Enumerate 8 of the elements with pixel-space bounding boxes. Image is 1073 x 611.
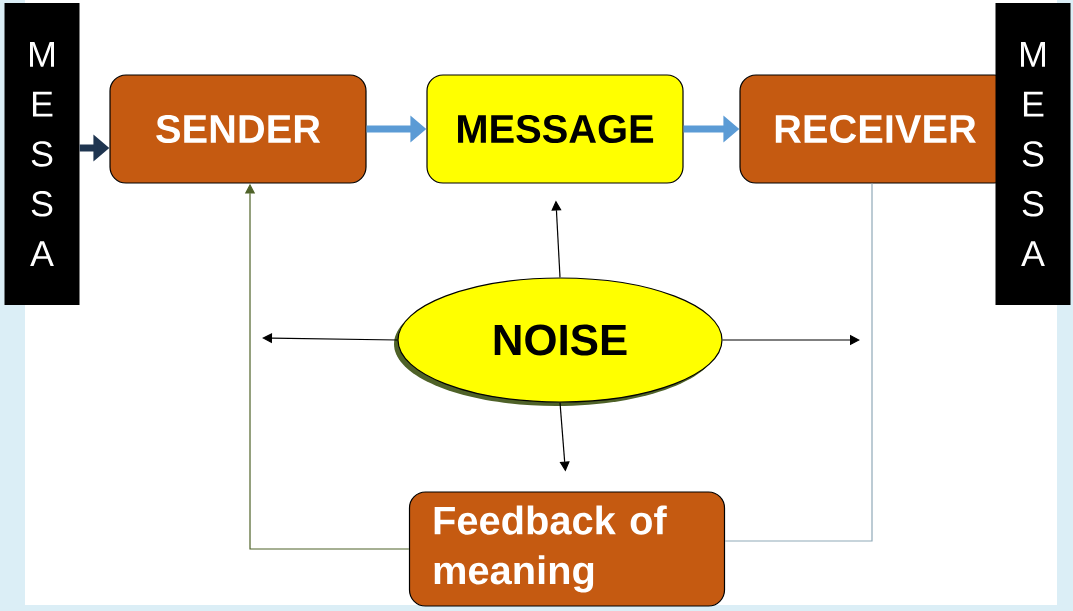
vertical-banner: M E S S A [4,3,80,305]
vertical-banner: M E S S A [995,3,1071,305]
message-box: MESSAGE [426,74,684,184]
connector-line [724,183,873,542]
process-box: SENDER [109,74,367,184]
arrow [262,333,398,344]
process-box: Feedback of meaning [408,491,726,607]
process-box: RECEIVER [739,74,1011,184]
